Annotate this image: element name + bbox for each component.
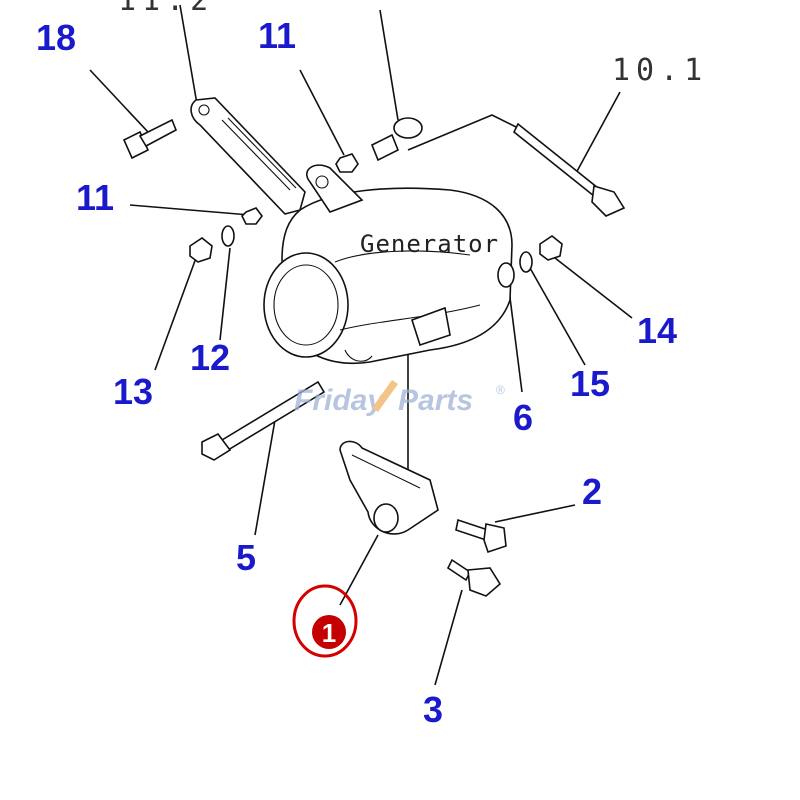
- leader-5: [254, 419, 276, 536]
- callout-15: 15: [570, 363, 610, 404]
- washer-15: [519, 251, 533, 273]
- leader-10-1: [574, 91, 621, 176]
- bolt-5-head: [201, 432, 232, 461]
- generator-rib-1: [334, 250, 471, 263]
- leader-bracket-top: [379, 9, 399, 121]
- generator-end-cap: [263, 252, 349, 358]
- bolt-18-shank: [138, 118, 178, 148]
- adjusting-bracket: [190, 97, 306, 215]
- bracket-arm-slot: [221, 119, 291, 191]
- leader-14: [554, 257, 633, 319]
- highlight-badge: [312, 615, 346, 649]
- bolt-2: [455, 518, 507, 554]
- bolt-2-head: [483, 523, 507, 554]
- lower-bracket-bore: [373, 503, 399, 533]
- nut-11-top: [335, 153, 359, 173]
- outline-link-top: [407, 114, 519, 151]
- long-bolt-head: [591, 184, 626, 217]
- lower-bracket-edge: [351, 454, 421, 489]
- callout-2: 2: [582, 471, 602, 512]
- mount-ear-hole: [315, 175, 329, 189]
- callout-1-highlight: 1: [292, 584, 358, 658]
- leader-13: [154, 257, 197, 371]
- bolt-3-shank: [446, 558, 472, 582]
- leader-lines: [89, 4, 633, 686]
- long-bolt-shank: [512, 122, 600, 198]
- callout-13: 13: [113, 371, 153, 412]
- watermark-registered-mark: ®: [496, 383, 505, 397]
- nut-11-left: [241, 207, 263, 225]
- lower-bracket: [339, 440, 439, 535]
- leader-3: [434, 589, 463, 686]
- leader-11-2: [179, 4, 199, 111]
- callout-1: 1: [322, 618, 336, 648]
- washer-12: [221, 225, 235, 247]
- callout-5: 5: [236, 537, 256, 578]
- bracket-arm-slot-2: [227, 117, 297, 189]
- lower-bracket-body: [339, 440, 439, 535]
- generator-rib-2: [339, 304, 481, 331]
- bolt-5: [201, 380, 326, 461]
- bolt-3: [446, 558, 502, 597]
- generator-mount-ear: [306, 164, 364, 213]
- callout-6: 6: [513, 397, 533, 438]
- leader-2: [494, 504, 576, 523]
- bracket-arm: [190, 97, 306, 215]
- generator-label: Generator: [360, 230, 499, 258]
- generator-end-cap-inner: [273, 264, 339, 346]
- washer-6: [497, 262, 515, 288]
- callout-12: 12: [190, 337, 230, 378]
- bolt-2-shank: [455, 518, 489, 542]
- leader-11-top: [299, 69, 345, 156]
- bolt-18: [122, 118, 178, 160]
- callout-11-left: 11: [76, 177, 114, 218]
- watermark-swoosh: [372, 380, 398, 412]
- long-bolt-right: [512, 122, 626, 217]
- generator-lower-foot: [411, 306, 451, 347]
- watermark-logo: Friday Parts ®: [294, 380, 505, 417]
- ref-label-right: 10.1: [612, 53, 708, 88]
- bracket-arm-hole: [198, 104, 210, 116]
- leader-15: [529, 267, 586, 366]
- callout-18: 18: [36, 17, 76, 58]
- leader-18: [89, 69, 149, 133]
- highlight-ring: [292, 584, 358, 658]
- watermark-brand-second: Parts: [398, 384, 473, 417]
- callout-11-top: 11: [258, 15, 296, 56]
- leader-1: [339, 534, 379, 606]
- watermark-brand-first: Friday: [294, 384, 385, 417]
- ref-label-top: 11.2: [118, 0, 214, 18]
- leader-11-left: [129, 204, 251, 216]
- bolt-3-head: [467, 567, 502, 597]
- stud-top-spacer: [393, 117, 423, 139]
- nut-14: [539, 235, 563, 261]
- leader-12: [219, 247, 231, 341]
- stud-top: [370, 117, 423, 162]
- generator-assembly: Generator: [263, 164, 513, 364]
- generator-lower-lug: [344, 349, 373, 362]
- callout-14: 14: [637, 310, 677, 351]
- hardware-small: [189, 153, 563, 288]
- stud-top-shank: [370, 133, 400, 162]
- nut-13: [189, 237, 213, 263]
- callout-3: 3: [423, 689, 443, 730]
